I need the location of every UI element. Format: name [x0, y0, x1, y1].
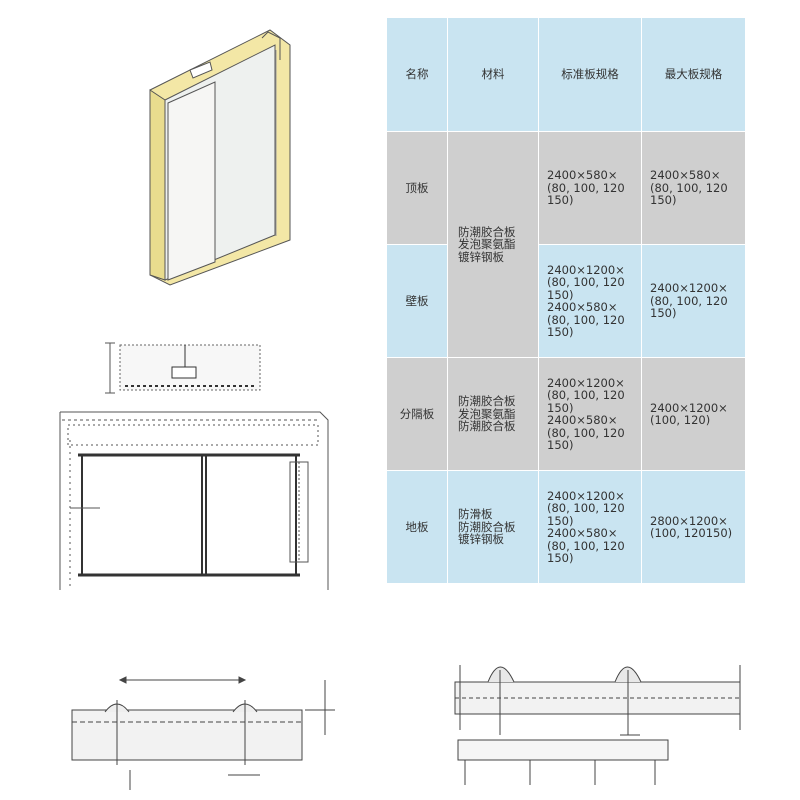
row-max: 2400×1200× (80, 100, 120 150)	[641, 244, 746, 358]
row-max: 2400×580× (80, 100, 120 150)	[641, 131, 746, 245]
material-line: 防潮胶合板	[458, 394, 516, 409]
spec-line: 150)	[547, 325, 574, 339]
row-material-shared: 防潮胶合板 发泡聚氨酯 镀锌钢板	[447, 131, 539, 358]
table-row: 顶板 防潮胶合板 发泡聚氨酯 镀锌钢板 2400×580× (80, 100, …	[386, 131, 746, 358]
partition-frame	[59, 411, 329, 590]
row-name: 顶板	[386, 131, 448, 245]
door-panel-illustration	[149, 29, 291, 286]
row-standard: 2400×1200× (80, 100, 120 150) 2400×580× …	[538, 357, 642, 471]
material-line: 镀锌钢板	[458, 249, 504, 264]
header-standard-spec: 标准板规格	[538, 17, 642, 132]
spec-line: 2400×1200×	[547, 375, 625, 390]
panel-spec-table: 名称 材料 标准板规格 最大板规格 顶板 防潮胶合板 发泡聚氨酯 镀锌钢板 24…	[386, 17, 746, 584]
spec-line: 150)	[547, 193, 574, 208]
spec-line: 2400×580×	[547, 413, 618, 427]
spec-line: 2800×1200×	[650, 513, 728, 528]
spec-line: 150)	[547, 551, 574, 565]
material-line: 发泡聚氨酯	[458, 237, 516, 252]
row-standard: 2400×580× (80, 100, 120 150)	[538, 131, 642, 245]
spec-line: (100, 120)	[650, 413, 711, 427]
spec-line: (80, 100, 120	[547, 180, 625, 195]
row-standard: 2400×1200× (80, 100, 120 150) 2400×580× …	[538, 244, 642, 358]
row-name: 分隔板	[386, 357, 448, 471]
material-line: 防潮胶合板	[458, 224, 516, 239]
table-row: 壁板 2400×1200× (80, 100, 120 150) 2400×58…	[386, 244, 746, 358]
spec-line: (80, 100, 120	[547, 538, 625, 553]
spec-line: (80, 100, 120	[650, 293, 728, 308]
joint-detail-left	[71, 676, 335, 790]
material-line: 防潮胶合板	[458, 419, 516, 434]
spec-line: 150)	[650, 193, 677, 208]
spec-line: (80, 100, 120	[650, 180, 728, 195]
spec-line: 150)	[650, 306, 677, 321]
row-material: 防潮胶合板 发泡聚氨酯 防潮胶合板	[447, 357, 539, 471]
spec-line: 150)	[547, 400, 574, 415]
spec-line: 2400×580×	[547, 526, 618, 540]
spec-line: (80, 100, 120	[547, 425, 625, 440]
material-line: 镀锌钢板	[458, 532, 504, 547]
header-max-spec: 最大板规格	[641, 17, 746, 132]
spec-line: (100, 120150)	[650, 526, 733, 540]
row-max: 2800×1200× (100, 120150)	[641, 470, 746, 584]
table-row: 分隔板 防潮胶合板 发泡聚氨酯 防潮胶合板 2400×1200× (80, 10…	[386, 357, 746, 471]
table-header-row: 名称 材料 标准板规格 最大板规格	[386, 17, 746, 132]
row-material: 防滑板 防潮胶合板 镀锌钢板	[447, 470, 539, 584]
spec-line: 2400×1200×	[547, 262, 625, 277]
panel-section-small	[105, 342, 261, 394]
row-max: 2400×1200× (100, 120)	[641, 357, 746, 471]
header-name: 名称	[386, 17, 448, 132]
hanger-detail-right	[454, 665, 741, 785]
material-line: 防潮胶合板	[458, 519, 516, 534]
material-line: 防滑板	[458, 507, 493, 522]
spec-line: 2400×1200×	[547, 488, 625, 503]
spec-line: 2400×1200×	[650, 400, 728, 415]
spec-line: (80, 100, 120	[547, 501, 625, 515]
spec-line: (80, 100, 120	[547, 388, 625, 402]
spec-line: 2400×1200×	[650, 281, 728, 296]
row-standard: 2400×1200× (80, 100, 120 150) 2400×580× …	[538, 470, 642, 584]
spec-line: 150)	[547, 287, 574, 302]
table-row: 地板 防滑板 防潮胶合板 镀锌钢板 2400×1200× (80, 100, 1…	[386, 470, 746, 584]
spec-line: (80, 100, 120	[547, 312, 625, 327]
spec-line: 2400×580×	[547, 300, 618, 314]
spec-line: (80, 100, 120	[547, 275, 625, 289]
spec-line: 150)	[547, 513, 574, 528]
row-name: 地板	[386, 470, 448, 584]
spec-line: 150)	[547, 438, 574, 452]
spec-line: 2400×580×	[650, 168, 721, 183]
row-name: 壁板	[386, 244, 448, 358]
header-material: 材料	[447, 17, 539, 132]
material-line: 发泡聚氨酯	[458, 406, 516, 421]
spec-line: 2400×580×	[547, 168, 618, 183]
